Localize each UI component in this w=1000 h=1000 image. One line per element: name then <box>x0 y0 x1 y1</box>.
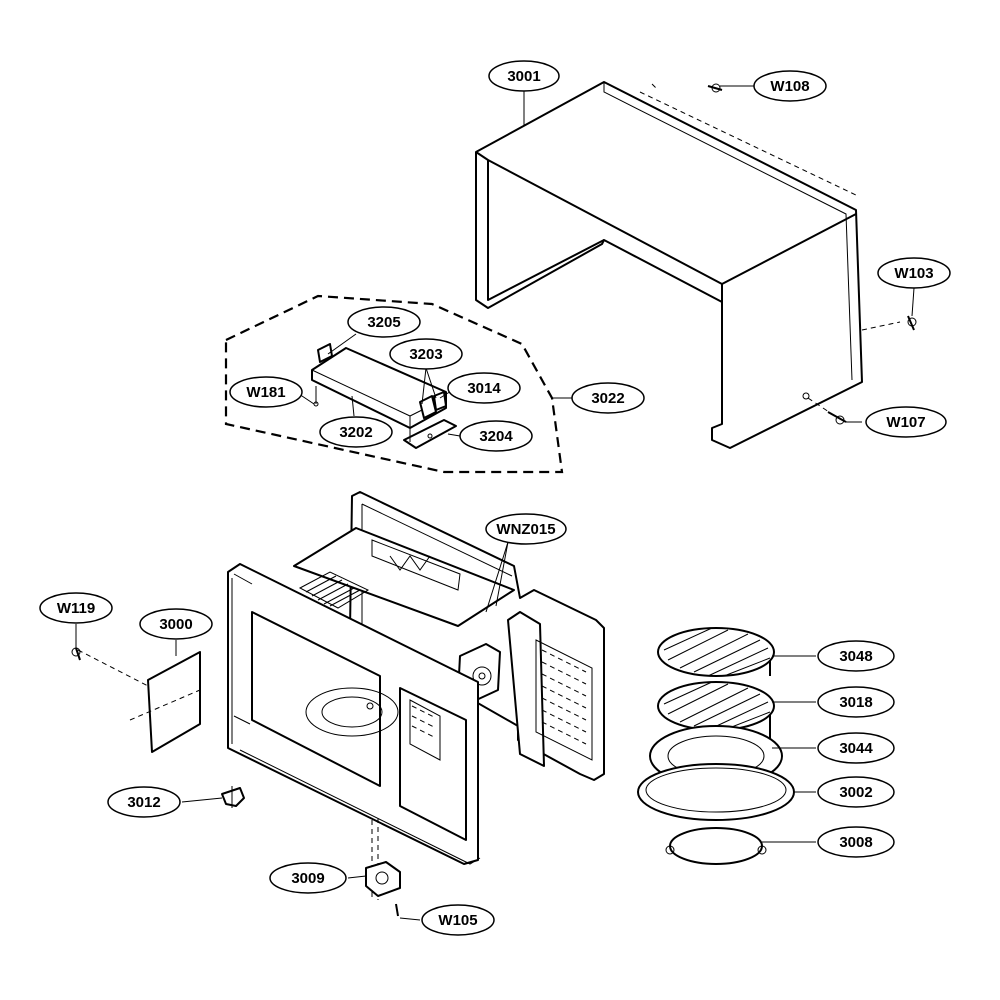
callout-3205: 3205 <box>347 306 421 338</box>
callout-label: 3022 <box>591 390 624 407</box>
callout-label: WNZ015 <box>496 521 555 538</box>
callout-label: W103 <box>894 265 933 282</box>
callout-3008: 3008 <box>817 826 895 858</box>
callout-label: 3009 <box>291 870 324 887</box>
callout-3014: 3014 <box>447 372 521 404</box>
callout-3203: 3203 <box>389 338 463 370</box>
high-rack-3048-drawing <box>657 627 775 677</box>
callout-wnz015: WNZ015 <box>485 513 567 545</box>
callout-label: 3002 <box>839 784 872 801</box>
cavity-chassis-drawing <box>227 491 605 900</box>
callout-w108: W108 <box>753 70 827 102</box>
control-bracket-drawing <box>311 343 457 449</box>
callout-label: 3001 <box>507 68 540 85</box>
screw-w107-drawing <box>827 411 847 425</box>
screw-w108-drawing <box>707 83 723 93</box>
waveguide-cover-3000-drawing <box>77 649 201 753</box>
callout-label: W181 <box>246 384 285 401</box>
callout-label: W105 <box>438 912 477 929</box>
callout-label: 3203 <box>409 346 442 363</box>
callout-w181: W181 <box>229 376 303 408</box>
callout-3009: 3009 <box>269 862 347 894</box>
callout-3204: 3204 <box>459 420 533 452</box>
callout-w103: W103 <box>877 257 951 289</box>
callout-3002: 3002 <box>817 776 895 808</box>
callout-label: 3018 <box>839 694 872 711</box>
callout-label: 3008 <box>839 834 872 851</box>
callout-3044: 3044 <box>817 732 895 764</box>
top-vent-grid <box>298 571 370 609</box>
callout-label: 3202 <box>339 424 372 441</box>
callout-3048: 3048 <box>817 640 895 672</box>
side-perforations <box>535 639 593 761</box>
callout-label: 3204 <box>479 428 513 445</box>
callout-3018: 3018 <box>817 686 895 718</box>
turntable-motor-3009-drawing <box>365 861 401 917</box>
coupler-3012-drawing <box>221 786 245 808</box>
callout-3012: 3012 <box>107 786 181 818</box>
callout-label: W108 <box>770 78 809 95</box>
callout-label: 3205 <box>367 314 400 331</box>
callout-3022: 3022 <box>571 382 645 414</box>
screw-w119-drawing <box>71 647 81 661</box>
callout-label: 3044 <box>839 740 873 757</box>
outer-case-drawing <box>475 81 901 449</box>
callout-label: 3000 <box>159 616 192 633</box>
callout-w119: W119 <box>39 592 113 624</box>
callout-3202: 3202 <box>319 416 393 448</box>
callout-w105: W105 <box>421 904 495 936</box>
low-rack-3018-drawing <box>657 681 775 770</box>
callout-label: 3048 <box>839 648 872 665</box>
ring-3008-drawing <box>665 827 767 865</box>
callout-3000: 3000 <box>139 608 213 640</box>
screw-w103-drawing <box>907 315 917 331</box>
glass-tray-3002-drawing <box>637 763 795 821</box>
callout-label: 3014 <box>467 380 501 397</box>
callout-label: 3012 <box>127 794 160 811</box>
callout-3001: 3001 <box>488 60 560 92</box>
callout-w107: W107 <box>865 406 947 438</box>
callout-label: W119 <box>57 600 95 617</box>
callout-label: W107 <box>886 414 925 431</box>
